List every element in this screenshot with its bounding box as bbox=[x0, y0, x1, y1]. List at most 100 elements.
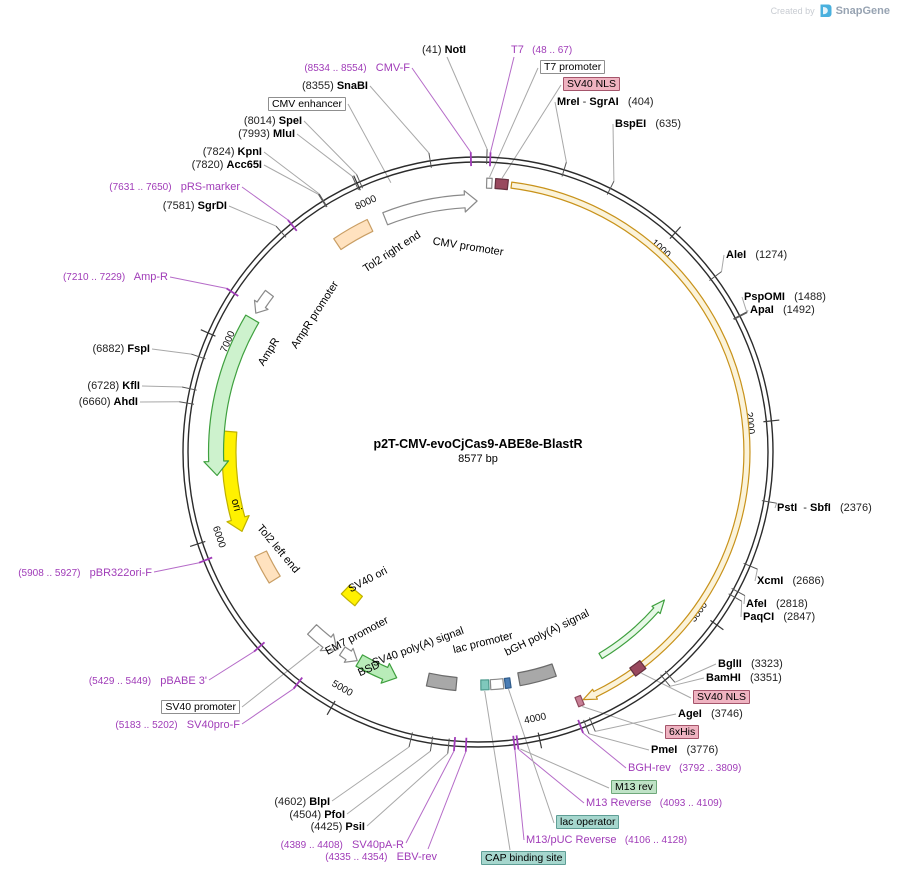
label-fspi[interactable]: (6882) FspI bbox=[93, 343, 150, 356]
leader-line-spei bbox=[303, 120, 357, 175]
label-kfli-pos: (6728) bbox=[87, 380, 123, 392]
label-kfli[interactable]: (6728) KflI bbox=[87, 380, 140, 393]
label-bglii[interactable]: BglII (3323) bbox=[718, 658, 783, 671]
label-noti[interactable]: (41) NotI bbox=[422, 44, 466, 57]
enzyme-site-tick-2818 bbox=[731, 588, 746, 596]
label-alei-enz: AleI bbox=[726, 249, 747, 261]
label-sixhis-plain: 6xHis bbox=[669, 726, 696, 738]
feature-sv40-nls-1[interactable] bbox=[494, 178, 509, 191]
label-fspi-pos: (6882) bbox=[92, 343, 128, 355]
label-cmv-f[interactable]: (8534 .. 8554) CMV-F bbox=[304, 62, 410, 75]
label-afei[interactable]: AfeI (2818) bbox=[746, 598, 808, 611]
feature-em7-promoter[interactable] bbox=[338, 646, 358, 663]
label-pfoi[interactable]: (4504) PfoI bbox=[289, 809, 345, 822]
label-acc65i[interactable]: (7820) Acc65I bbox=[192, 159, 262, 172]
label-sixhis[interactable]: 6xHis bbox=[665, 725, 700, 739]
label-agei[interactable]: AgeI (3746) bbox=[678, 708, 743, 721]
label-sv40pa-r[interactable]: (4389 .. 4408) SV40pA-R bbox=[281, 839, 404, 852]
feature-t7-promoter-mark[interactable] bbox=[485, 177, 493, 189]
label-psti-sbfi[interactable]: PstI - SbfI (2376) bbox=[777, 502, 872, 515]
label-blpi[interactable]: (4602) BlpI bbox=[274, 796, 330, 809]
label-apai[interactable]: ApaI (1492) bbox=[750, 304, 815, 317]
label-sv40-promoter[interactable]: SV40 promoter bbox=[161, 700, 240, 714]
label-m13-puc-reverse[interactable]: M13/pUC Reverse (4106 .. 4128) bbox=[526, 834, 687, 847]
label-t7-promoter[interactable]: T7 promoter bbox=[540, 60, 606, 74]
label-m13-reverse[interactable]: M13 Reverse (4093 .. 4109) bbox=[586, 797, 722, 810]
label-kpni-enz: KpnI bbox=[237, 146, 262, 158]
label-bspei[interactable]: BspEI (635) bbox=[615, 118, 681, 131]
label-blpi-enz: BlpI bbox=[309, 796, 330, 808]
label-cap-binding-site[interactable]: CAP binding site bbox=[481, 851, 567, 865]
label-t7[interactable]: T7 (48 .. 67) bbox=[511, 44, 572, 57]
label-spei[interactable]: (8014) SpeI bbox=[244, 115, 302, 128]
label-bamhi-pos: (3351) bbox=[740, 672, 782, 684]
scale-tick-8000 bbox=[353, 175, 361, 191]
feature-cap-binding-mark[interactable] bbox=[480, 679, 490, 691]
label-amp-r[interactable]: (7210 .. 7229) Amp-R bbox=[63, 271, 168, 284]
label-ahdi[interactable]: (6660) AhdI bbox=[79, 396, 138, 409]
label-ebv-rev-range: (4335 .. 4354) bbox=[325, 852, 388, 863]
label-bamhi[interactable]: BamHI (3351) bbox=[706, 672, 782, 685]
label-sv40-nls-top[interactable]: SV40 NLS bbox=[563, 77, 621, 91]
label-sv40-nls-bottom[interactable]: SV40 NLS bbox=[693, 690, 751, 704]
label-prs-marker[interactable]: (7631 .. 7650) pRS-marker bbox=[109, 181, 240, 194]
primer-site-tick-4344 bbox=[464, 737, 468, 752]
feature-lac-promoter-mark[interactable] bbox=[489, 678, 505, 691]
label-pbabe-3-primer: pBABE 3' bbox=[151, 675, 207, 687]
feature-cds-evocjcas9-abe8e[interactable] bbox=[510, 181, 751, 701]
label-amp-r-primer: Amp-R bbox=[125, 271, 168, 283]
feature-sv40-promoter-arrow[interactable] bbox=[307, 624, 338, 652]
label-mlui[interactable]: (7993) MluI bbox=[238, 128, 295, 141]
feature-sixhis-mark[interactable] bbox=[574, 694, 585, 708]
label-m13-rev[interactable]: M13 rev bbox=[611, 780, 657, 794]
label-pspomi[interactable]: PspOMI (1488) bbox=[744, 291, 826, 304]
label-sgrdi[interactable]: (7581) SgrDI bbox=[163, 200, 227, 213]
plasmid-backbone-2 bbox=[187, 161, 769, 743]
label-agei-enz: AgeI bbox=[678, 708, 702, 720]
feature-bgh-polya[interactable] bbox=[517, 663, 557, 687]
feature-sv40-polya[interactable] bbox=[425, 672, 458, 692]
label-sv40pa-r-range: (4389 .. 4408) bbox=[280, 840, 343, 851]
leader-line-ebv-rev bbox=[427, 751, 467, 850]
label-sv40pro-f-range: (5183 .. 5202) bbox=[115, 720, 178, 731]
feature-bsd[interactable] bbox=[355, 654, 398, 684]
feature-tol2-right-end[interactable] bbox=[333, 218, 374, 251]
label-pspomi-pos: (1488) bbox=[784, 291, 826, 303]
label-lac-operator[interactable]: lac operator bbox=[556, 815, 620, 829]
enzyme-site-tick-3323 bbox=[664, 670, 676, 683]
feature-lac-operator-mark[interactable] bbox=[503, 677, 512, 689]
enzyme-site-tick-2376 bbox=[761, 500, 777, 504]
label-pmei[interactable]: PmeI (3776) bbox=[651, 744, 718, 757]
feature-tol2-left-end[interactable] bbox=[254, 550, 281, 584]
label-paqci[interactable]: PaqCI (2847) bbox=[743, 611, 815, 624]
feature-ori[interactable] bbox=[221, 430, 250, 532]
label-kpni[interactable]: (7824) KpnI bbox=[203, 146, 262, 159]
label-psii-pos: (4425) bbox=[310, 821, 346, 833]
enzyme-site-tick-7993 bbox=[351, 176, 359, 191]
watermark-brand: SnapGene bbox=[835, 5, 890, 17]
label-cmv-enhancer[interactable]: CMV enhancer bbox=[267, 97, 346, 111]
label-psii[interactable]: (4425) PsiI bbox=[311, 821, 365, 834]
label-m13-reverse-range: (4093 .. 4109) bbox=[651, 798, 723, 809]
watermark-created-by: Created by bbox=[770, 6, 815, 16]
label-pbr322ori-f[interactable]: (5908 .. 5927) pBR322ori-F bbox=[18, 567, 152, 580]
leader-line-blpi bbox=[331, 746, 410, 802]
feature-sv40-ori[interactable] bbox=[340, 584, 363, 607]
label-mrei-sgrai[interactable]: MreI - SgrAI (404) bbox=[557, 96, 654, 109]
label-cap-binding-site-plain: CAP binding site bbox=[485, 852, 563, 864]
label-pspomi-enz: PspOMI bbox=[744, 291, 785, 303]
label-xcmi[interactable]: XcmI (2686) bbox=[757, 575, 824, 588]
label-pbabe-3[interactable]: (5429 .. 5449) pBABE 3' bbox=[89, 675, 207, 688]
feature-sv40-nls-2[interactable] bbox=[629, 660, 647, 677]
label-snabi[interactable]: (8355) SnaBI bbox=[302, 80, 368, 93]
label-bgh-rev[interactable]: BGH-rev (3792 .. 3809) bbox=[628, 762, 741, 775]
feature-ampr[interactable] bbox=[203, 314, 260, 477]
label-ebv-rev[interactable]: (4335 .. 4354) EBV-rev bbox=[325, 851, 437, 864]
feature-ampr-promoter[interactable] bbox=[253, 289, 274, 314]
feature-cmv-promoter[interactable] bbox=[382, 190, 478, 226]
feature-cds-inner-green[interactable] bbox=[598, 599, 665, 660]
label-sv40pro-f[interactable]: (5183 .. 5202) SV40pro-F bbox=[115, 719, 240, 732]
label-paqci-enz: PaqCI bbox=[743, 611, 775, 623]
label-alei[interactable]: AleI (1274) bbox=[726, 249, 787, 262]
